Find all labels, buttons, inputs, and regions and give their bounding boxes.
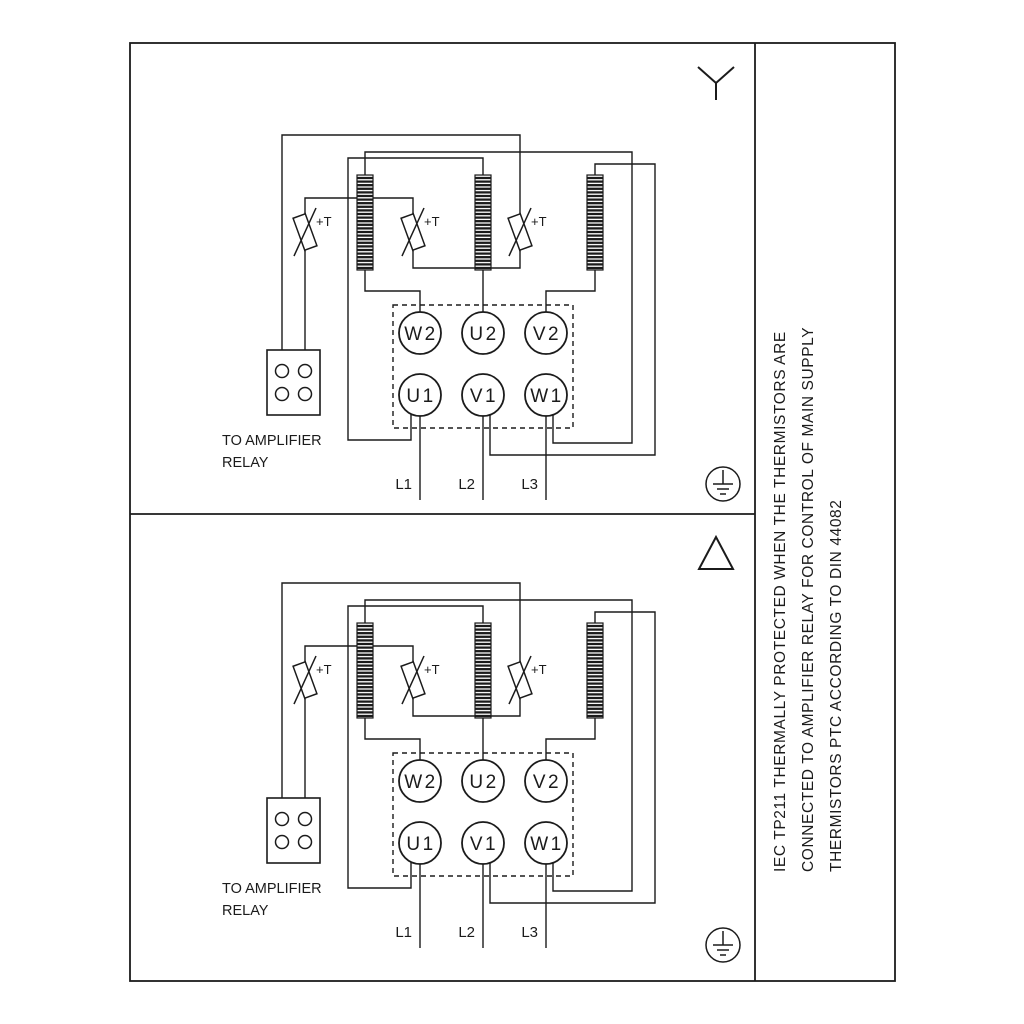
earth-ground-icon-bottom — [705, 927, 741, 963]
star-panel-circuit — [221, 134, 656, 501]
side-note: IEC TP211 THERMALLY PROTECTED WHEN THE T… — [772, 327, 845, 872]
star-symbol-icon — [697, 66, 735, 100]
earth-ground-icon-top — [705, 466, 741, 502]
side-note-line3: THERMISTORS PTC ACCORDING TO DIN 44082 — [828, 500, 845, 873]
delta-symbol-icon — [697, 534, 735, 570]
side-note-line2: CONNECTED TO AMPLIFIER RELAY FOR CONTROL… — [800, 327, 817, 872]
drawing-border — [129, 42, 896, 982]
delta-panel-circuit — [221, 582, 656, 949]
side-note-line1: IEC TP211 THERMALLY PROTECTED WHEN THE T… — [772, 331, 789, 872]
